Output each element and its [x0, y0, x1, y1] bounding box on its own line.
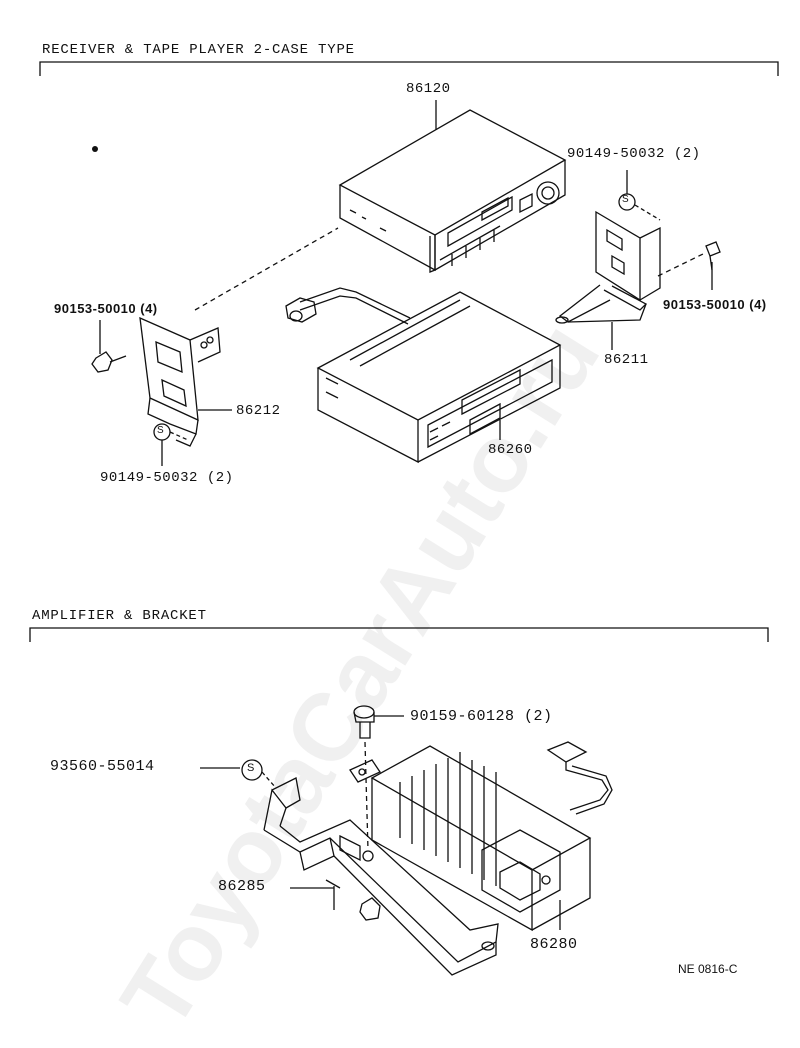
washer-93560: [200, 759, 277, 789]
washer-symbol-top-right: S: [622, 194, 629, 205]
stray-dot: [92, 146, 98, 152]
label-90149-bottom-left: 90149-50032 (2): [100, 470, 234, 486]
bracket-86212: [139, 316, 232, 447]
label-86212: 86212: [236, 403, 281, 419]
label-90153-left: 90153-50010 (4): [54, 301, 158, 316]
dashed-line-right: [657, 252, 706, 277]
washer-bottom-left: [153, 423, 189, 466]
section-title-receiver: RECEIVER & TAPE PLAYER 2-CASE TYPE: [42, 42, 355, 58]
section-bracket-top: [39, 61, 779, 76]
dashed-line-left: [194, 227, 339, 311]
label-86260: 86260: [488, 442, 533, 458]
label-86280: 86280: [530, 936, 578, 953]
label-86211: 86211: [604, 352, 649, 368]
washer-symbol-93560: S: [247, 762, 255, 774]
bracket-86211: [555, 210, 661, 350]
label-86285: 86285: [218, 878, 266, 895]
bolt-right: [705, 241, 721, 290]
label-90159: 90159-60128 (2): [410, 708, 553, 725]
figure-code: NE 0816-C: [678, 962, 738, 976]
receiver-86120: [338, 109, 567, 273]
label-93560: 93560-55014: [50, 758, 155, 775]
label-90149-top-right: 90149-50032 (2): [567, 146, 701, 162]
bolt-left: [91, 320, 127, 373]
amplifier-connector: [546, 741, 613, 815]
bolt-90159: [353, 705, 404, 862]
tape-player-86260: [316, 291, 562, 464]
washer-symbol-bottom-left: S: [157, 425, 164, 436]
section-bracket-bottom: [29, 627, 769, 642]
connecting-cable: [285, 287, 411, 325]
bracket-86285: [263, 777, 499, 976]
section-title-amplifier: AMPLIFIER & BRACKET: [32, 608, 207, 624]
label-90153-right: 90153-50010 (4): [663, 297, 767, 312]
washer-top-right: [618, 170, 661, 221]
label-86120: 86120: [406, 81, 451, 97]
amplifier-86280: [349, 745, 592, 932]
